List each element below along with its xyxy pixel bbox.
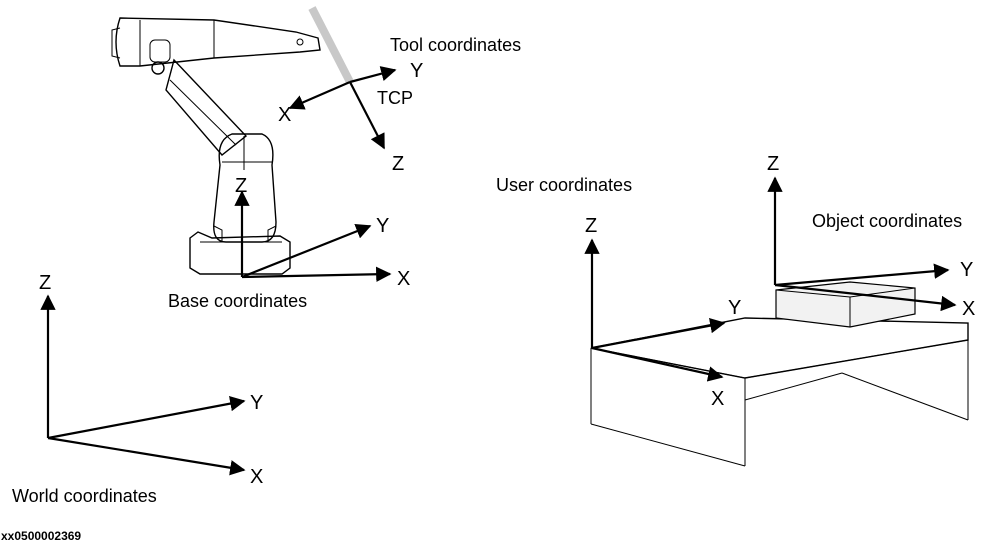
table-illustration — [590, 281, 969, 467]
robot-lower-arm — [165, 58, 248, 156]
world-coordinates-label: World coordinates — [12, 486, 157, 506]
object-axis-x-label: X — [962, 298, 975, 320]
robot-body — [213, 133, 277, 243]
tool-axis-z-label: Z — [392, 153, 404, 175]
user-axis-y-label: Y — [728, 297, 741, 319]
object-axis-y-label: Y — [960, 259, 973, 281]
robot-tool-tip — [308, 6, 354, 84]
object-frame: Z Y X Object coordinates — [767, 153, 975, 320]
tool-axis-x-label: X — [278, 104, 291, 126]
tcp-label: TCP — [377, 88, 413, 108]
user-coordinates-label: User coordinates — [496, 175, 632, 195]
world-axis-z-label: Z — [39, 272, 51, 294]
figure-id: xx0500002369 — [1, 529, 81, 543]
tool-axis-y-label: Y — [410, 60, 423, 82]
base-frame: Z Y X Base coordinates — [168, 175, 410, 311]
work-object-box — [775, 281, 916, 328]
base-axis-z-label: Z — [235, 175, 247, 197]
tool-frame: Y X Z Tool coordinates TCP — [278, 35, 521, 175]
world-frame: Z Y X World coordinates — [12, 272, 263, 506]
robot-upper-arm — [115, 17, 321, 67]
user-axis-z-label: Z — [585, 215, 597, 237]
object-axis-z-label: Z — [767, 153, 779, 175]
robot-base-plate — [189, 231, 291, 275]
tool-coordinates-label: Tool coordinates — [390, 35, 521, 55]
robot-illustration — [111, 6, 354, 275]
base-axis-y-label: Y — [376, 215, 389, 237]
user-axis-x-label: X — [711, 388, 724, 410]
base-axis-x-label: X — [397, 268, 410, 290]
object-coordinates-label: Object coordinates — [812, 211, 962, 231]
world-axis-x-label: X — [250, 466, 263, 488]
base-coordinates-label: Base coordinates — [168, 291, 307, 311]
world-axis-y-label: Y — [250, 392, 263, 414]
user-frame: Z Y X User coordinates — [496, 175, 741, 410]
